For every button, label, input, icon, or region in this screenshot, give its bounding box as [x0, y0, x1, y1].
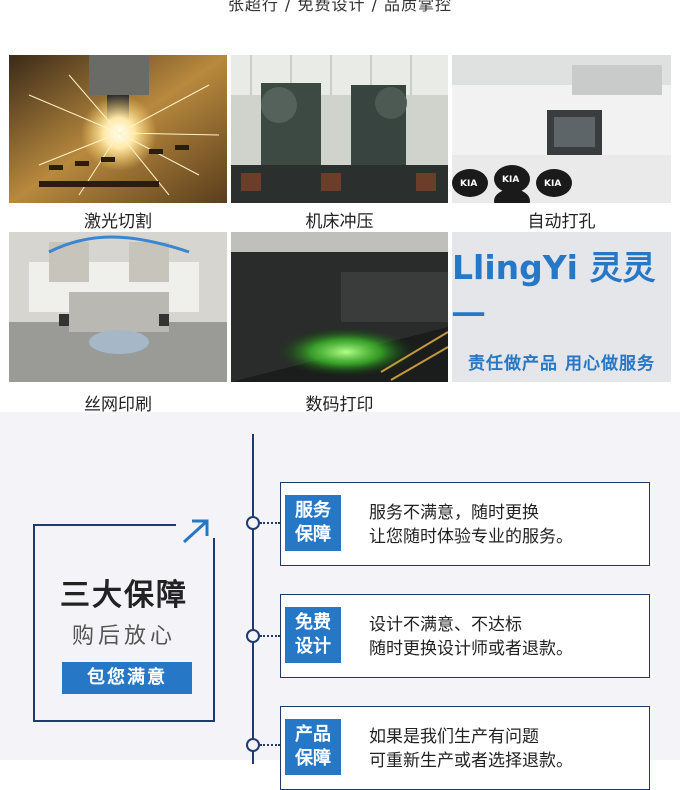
tile-caption: 机床冲压: [305, 212, 374, 232]
tile-digital-printing: 数码打印: [231, 232, 448, 415]
timeline-dot: [246, 629, 260, 643]
tile-machine-punching: 机床冲压: [231, 55, 448, 232]
tile-laser-cutting: 激光切割: [9, 55, 227, 232]
tile-caption: 数码打印: [305, 395, 374, 415]
card-tag-line: 设计: [295, 636, 331, 657]
timeline-connector: [260, 744, 280, 746]
timeline-connector: [260, 635, 280, 637]
guarantee-section: 服务 保障 服务不满意，随时更换 让您随时体验专业的服务。 免费 设计 设计不满…: [0, 412, 680, 790]
card-tag-line: 产品: [295, 724, 331, 745]
promo-title: 三大保障: [60, 578, 188, 613]
card-text-line: 服务不满意，随时更换: [369, 503, 539, 523]
card-text-line: 让您随时体验专业的服务。: [369, 527, 573, 547]
guarantee-card-product: 产品 保障 如果是我们生产有问题 可重新生产或者选择退款。: [280, 706, 650, 790]
card-tag: 服务 保障: [285, 495, 341, 551]
card-tag-line: 免费: [295, 612, 331, 633]
arrow-up-right-icon: [182, 519, 209, 544]
card-text-line: 设计不满意、不达标: [369, 615, 522, 635]
card-tag-line: 保障: [295, 748, 331, 769]
brand-name: LlingYi 灵灵一: [452, 247, 656, 335]
satisfaction-button[interactable]: 包您满意: [62, 662, 192, 694]
card-text-line: 如果是我们生产有问题: [369, 727, 539, 747]
auto-punching-photo: KIA KIA KIA: [452, 55, 671, 203]
top-tagline: 张超行 / 免费设计 / 品质掌控: [227, 0, 453, 14]
brand-slogan: 责任做产品 用心做服务: [468, 353, 655, 374]
promo-subtitle: 购后放心: [71, 624, 176, 649]
timeline-dot: [246, 516, 260, 530]
guarantee-card-service: 服务 保障 服务不满意，随时更换 让您随时体验专业的服务。: [280, 482, 650, 566]
card-tag: 免费 设计: [285, 607, 341, 663]
card-tag-line: 服务: [295, 500, 331, 521]
guarantee-promo-box: 三大保障 购后放心 包您满意: [33, 524, 215, 722]
card-text-line: 可重新生产或者选择退款。: [369, 751, 573, 771]
top-tagline-strip: 张超行 / 免费设计 / 品质掌控: [0, 0, 680, 18]
tile-caption: 自动打孔: [527, 212, 596, 232]
kia-badge-label: KIA: [502, 175, 519, 185]
tile-caption: 丝网印刷: [84, 395, 152, 415]
process-gallery: 激光切割 机床冲压: [0, 52, 680, 415]
timeline-line: [252, 434, 254, 764]
machine-punching-photo: [231, 55, 448, 203]
timeline-dot: [246, 738, 260, 752]
digital-printing-photo: [231, 232, 448, 382]
laser-cutting-photo: [9, 55, 227, 203]
kia-badge-label: KIA: [544, 179, 561, 189]
card-text-line: 随时更换设计师或者退款。: [369, 639, 573, 659]
card-tag: 产品 保障: [285, 719, 341, 775]
tile-screen-printing: 丝网印刷: [9, 232, 227, 415]
card-tag-line: 保障: [295, 524, 331, 545]
tile-caption: 激光切割: [84, 212, 152, 232]
brand-tile: LlingYi 灵灵一 责任做产品 用心做服务: [452, 232, 671, 382]
guarantee-card-design: 免费 设计 设计不满意、不达标 随时更换设计师或者退款。: [280, 594, 650, 678]
timeline-connector: [260, 522, 280, 524]
screen-printing-photo: [9, 232, 227, 382]
kia-badge-label: KIA: [460, 179, 477, 189]
tile-auto-punching: KIA KIA KIA 自动打孔: [452, 55, 671, 232]
